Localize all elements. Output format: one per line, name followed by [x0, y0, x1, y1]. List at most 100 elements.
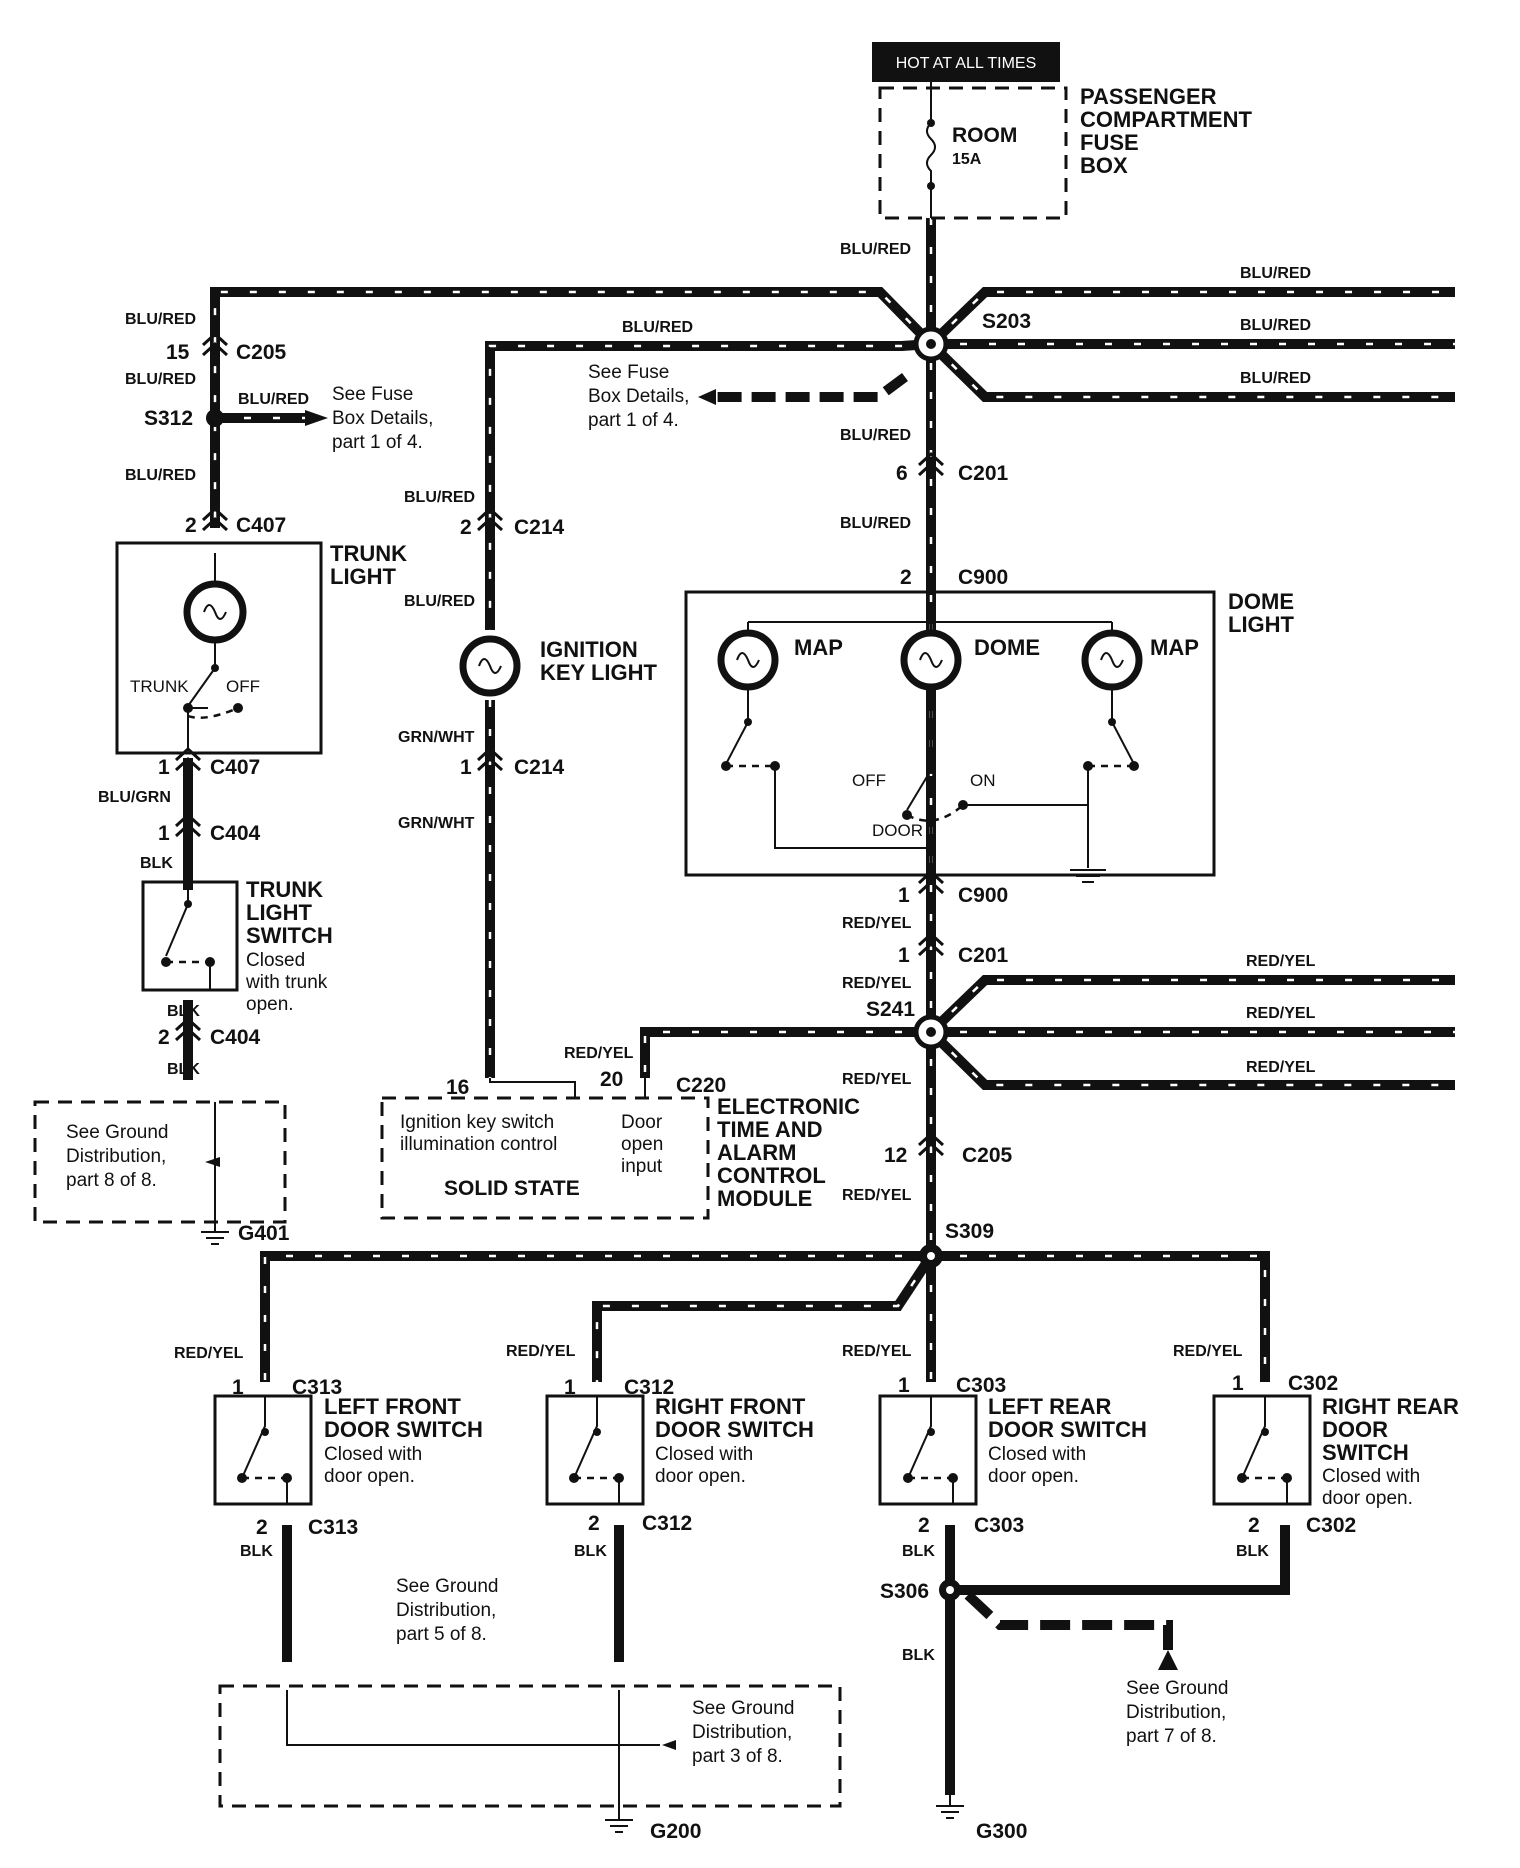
ignition-key-light-title-2: KEY LIGHT [540, 660, 658, 685]
rr-door-title-3: SWITCH [1322, 1440, 1409, 1465]
splice-s312 [206, 409, 224, 427]
fuse-name: ROOM [952, 124, 1017, 147]
wl-25: RED/YEL [1246, 953, 1316, 970]
lbl-c201-top: C201 [958, 462, 1009, 485]
trunk-light-sw-trunk: TRUNK [130, 677, 189, 696]
wl-35: BLK [1236, 1543, 1269, 1560]
lbl-pin-2-c404: 2 [158, 1026, 170, 1049]
lbl-g401: G401 [238, 1222, 290, 1245]
note-ground8-3: part 8 of 8. [66, 1170, 157, 1191]
lbl-c205-top: C205 [236, 341, 287, 364]
lbl-pin-1-c201: 1 [898, 944, 910, 967]
wl-5: BLU/RED [125, 467, 196, 484]
wl-17: BLK [140, 855, 173, 872]
lbl-c302-bottom: C302 [1306, 1514, 1356, 1537]
note-ground3-1: See Ground [692, 1698, 794, 1719]
lbl-c313-top: C313 [292, 1376, 342, 1399]
dome-light-title-1: DOME [1228, 589, 1294, 614]
lbl-c214-top: C214 [514, 516, 565, 539]
wl-10: BLU/RED [840, 427, 911, 444]
rf-door-desc-2: door open. [655, 1466, 746, 1487]
lbl-pin-16: 16 [446, 1076, 469, 1099]
dome-on: ON [970, 771, 996, 790]
wl-12: BLU/RED [404, 489, 475, 506]
lf-door-title-1: LEFT FRONT [324, 1394, 461, 1419]
lbl-pin-1-c303: 1 [898, 1374, 910, 1397]
trunk-light-title-1: TRUNK [330, 541, 407, 566]
wl-31: RED/YEL [1173, 1343, 1243, 1360]
connector-marks [174, 331, 945, 1157]
dome-map-right: MAP [1150, 635, 1199, 660]
lbl-g200: G200 [650, 1820, 701, 1843]
wire-blk-g300-branch [964, 1591, 1173, 1650]
note-ground7-2: Distribution, [1126, 1702, 1226, 1723]
wl-22: RED/YEL [564, 1045, 634, 1062]
fuse-box-label-3: FUSE [1080, 130, 1139, 155]
note-ground5-1: See Ground [396, 1576, 498, 1597]
lbl-c302-top: C302 [1288, 1372, 1338, 1395]
lbl-pin-15: 15 [166, 341, 190, 364]
dome-off: OFF [852, 771, 886, 790]
lbl-pin-2-c900: 2 [900, 566, 912, 589]
lbl-pin-6: 6 [896, 462, 908, 485]
lbl-c404-top: C404 [210, 822, 261, 845]
rf-door-title-1: RIGHT FRONT [655, 1394, 806, 1419]
etacm-door-input-3: input [621, 1156, 663, 1177]
note-fuse2-3: part 1 of 4. [588, 410, 679, 431]
lbl-s309: S309 [945, 1220, 994, 1243]
lbl-s306: S306 [880, 1580, 929, 1603]
lr-door-desc-1: Closed with [988, 1444, 1086, 1465]
lbl-pin-2-c214: 2 [460, 516, 472, 539]
dome-light-title-2: LIGHT [1228, 612, 1295, 637]
wl-15: GRN/WHT [398, 815, 475, 832]
rr-door-switch: RIGHT REAR DOOR SWITCH Closed with door … [1212, 1394, 1459, 1509]
lbl-c407-bottom: C407 [210, 756, 260, 779]
etacm-solid-state: SOLID STATE [444, 1177, 580, 1200]
note-ground3-2: Distribution, [692, 1722, 792, 1743]
etacm-door-input-1: Door [621, 1112, 663, 1133]
note-ground5-2: Distribution, [396, 1600, 496, 1621]
wl-1: BLU/RED [840, 241, 911, 258]
ignition-key-light: IGNITION KEY LIGHT [459, 635, 658, 697]
wire-blu-red-right-3 [927, 340, 1455, 402]
wl-19: BLK [167, 1061, 200, 1078]
wire-red-yel-lf [260, 1251, 931, 1382]
wl-8: BLU/RED [1240, 317, 1311, 334]
lf-door-title-2: DOOR SWITCH [324, 1417, 483, 1442]
splices [206, 326, 961, 1601]
lbl-pin-1-c900: 1 [898, 884, 910, 907]
lbl-c205-bottom: C205 [962, 1144, 1013, 1167]
fuse-rating: 15A [952, 151, 982, 168]
ref-labels: S203 S312 S241 S309 S306 15 C205 2 C407 … [144, 310, 1356, 1843]
wl-24: RED/YEL [842, 1187, 912, 1204]
lbl-s312: S312 [144, 407, 193, 430]
note-ground8-2: Distribution, [66, 1146, 166, 1167]
door-switches: LEFT FRONT DOOR SWITCH Closed with door … [213, 1394, 1459, 1509]
wl-33: BLK [574, 1543, 607, 1560]
wl-20: RED/YEL [842, 915, 912, 932]
wl-21: RED/YEL [842, 975, 912, 992]
ground-distribution [33, 1100, 1178, 1833]
lbl-g300: G300 [976, 1820, 1027, 1843]
trunk-light: TRUNK LIGHT TRUNK OFF [115, 541, 407, 755]
etacm-title-1: ELECTRONIC [717, 1094, 860, 1119]
hot-at-all-times-tag: HOT AT ALL TIMES [896, 55, 1037, 72]
lbl-pin-1-c302: 1 [1232, 1372, 1244, 1395]
dome-light: DOME LIGHT MAP DOME MAP OFF ON DOOR [684, 589, 1295, 883]
wl-32: BLK [240, 1543, 273, 1560]
note-fuse2-1: See Fuse [588, 362, 669, 383]
rf-door-title-2: DOOR SWITCH [655, 1417, 814, 1442]
etacm-ign-ctrl-2: illumination control [400, 1134, 557, 1155]
lbl-c313-bottom: C313 [308, 1516, 358, 1539]
lbl-c214-bottom: C214 [514, 756, 565, 779]
ignition-key-light-title-1: IGNITION [540, 637, 638, 662]
etacm-door-input-2: open [621, 1134, 663, 1155]
wl-2: BLU/RED [125, 311, 196, 328]
lbl-pin-1-c312: 1 [564, 1376, 576, 1399]
lbl-c407-top: C407 [236, 514, 286, 537]
lbl-c312-bottom: C312 [642, 1512, 692, 1535]
wl-7: BLU/RED [1240, 265, 1311, 282]
wl-6: BLU/RED [622, 319, 693, 336]
trunk-light-switch: TRUNK LIGHT SWITCH Closed with trunk ope… [141, 877, 333, 1015]
etacm-title-3: ALARM [717, 1140, 796, 1165]
